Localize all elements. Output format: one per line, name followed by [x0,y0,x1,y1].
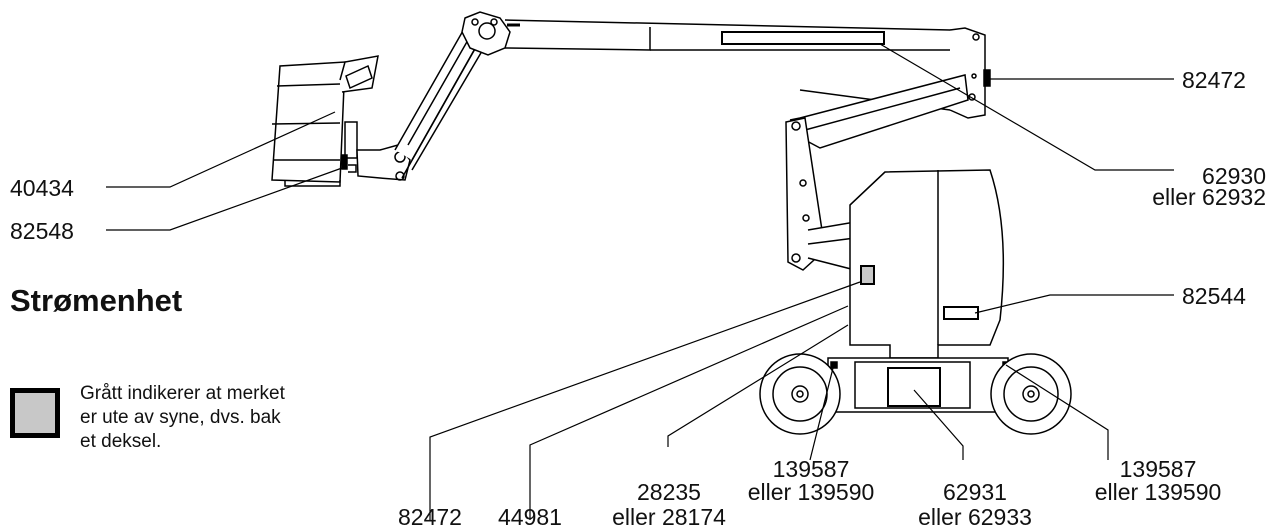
label-62931: 62931 [943,479,1007,505]
legend-line-1: Grått indikerer at merket [80,383,285,404]
label-40434: 40434 [10,175,74,201]
chassis [827,357,1011,413]
legend-swatch [10,388,60,438]
label-139590-left: eller 139590 [747,479,875,505]
label-139587-right: 139587 [1119,456,1197,482]
legend-text: Grått indikerer at merket er ute av syne… [80,382,360,454]
label-28174: eller 28174 [612,504,726,530]
label-139587-left: 139587 [772,456,850,482]
label-62933: eller 62933 [918,504,1032,530]
legend-line-2: er ute av syne, dvs. bak [80,407,281,428]
label-139590-right: eller 139590 [1094,479,1222,505]
label-82472-boom: 82472 [1182,67,1246,93]
left-wheel [759,353,841,435]
label-44981: 44981 [498,504,562,530]
main-boom [785,74,969,271]
leader-lines [106,43,1174,520]
label-82472-bottom: 82472 [398,504,462,530]
label-62932: eller 62932 [1152,184,1266,210]
platform-basket [271,55,379,187]
legend-line-3: et deksel. [80,431,162,452]
label-82548: 82548 [10,218,74,244]
label-82544: 82544 [1182,283,1246,309]
right-wheel [990,353,1072,435]
jib-arm [356,21,492,181]
label-28235: 28235 [637,479,701,505]
label-62930: 62930 [1202,163,1266,189]
turntable [849,169,1005,359]
section-title: Strømenhet [10,283,183,318]
